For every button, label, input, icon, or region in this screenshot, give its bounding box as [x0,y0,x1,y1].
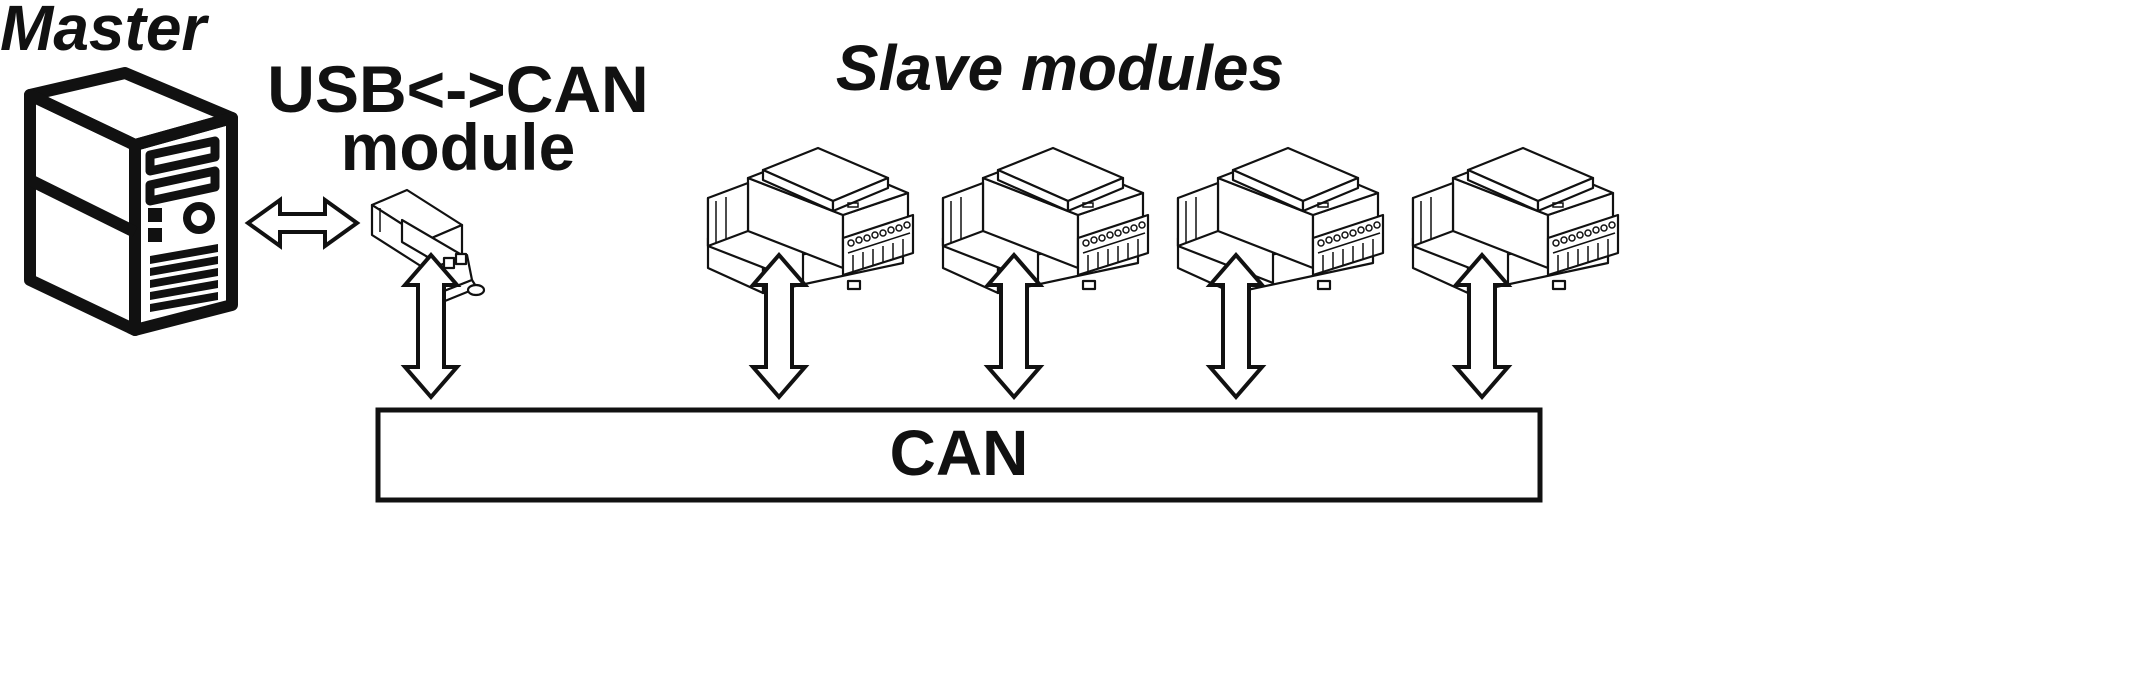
din-rail-converter-icon [370,188,486,305]
can-link-arrow-slave-4 [1454,253,1510,399]
slave-modules-label: Slave modules [836,32,1284,104]
can-bus-bar [375,407,1543,503]
din-rail-module-icon [706,146,915,295]
master-label: Master [0,0,209,64]
can-bus-label: CAN [890,417,1029,489]
can-link-arrow-slave-1 [751,253,807,399]
computer-tower-icon [24,67,238,336]
can-link-arrow-slave-3 [1208,253,1264,399]
din-rail-module-icon [941,146,1150,295]
can-link-arrow-slave-2 [986,253,1042,399]
converter-label-line1: USB<->CAN [267,52,648,126]
din-rail-module-icon [1176,146,1385,295]
usb-link-arrow [244,196,361,250]
din-rail-module-icon [1411,146,1620,295]
can-link-arrow-converter [403,253,459,399]
converter-label-line2: module [341,110,576,184]
